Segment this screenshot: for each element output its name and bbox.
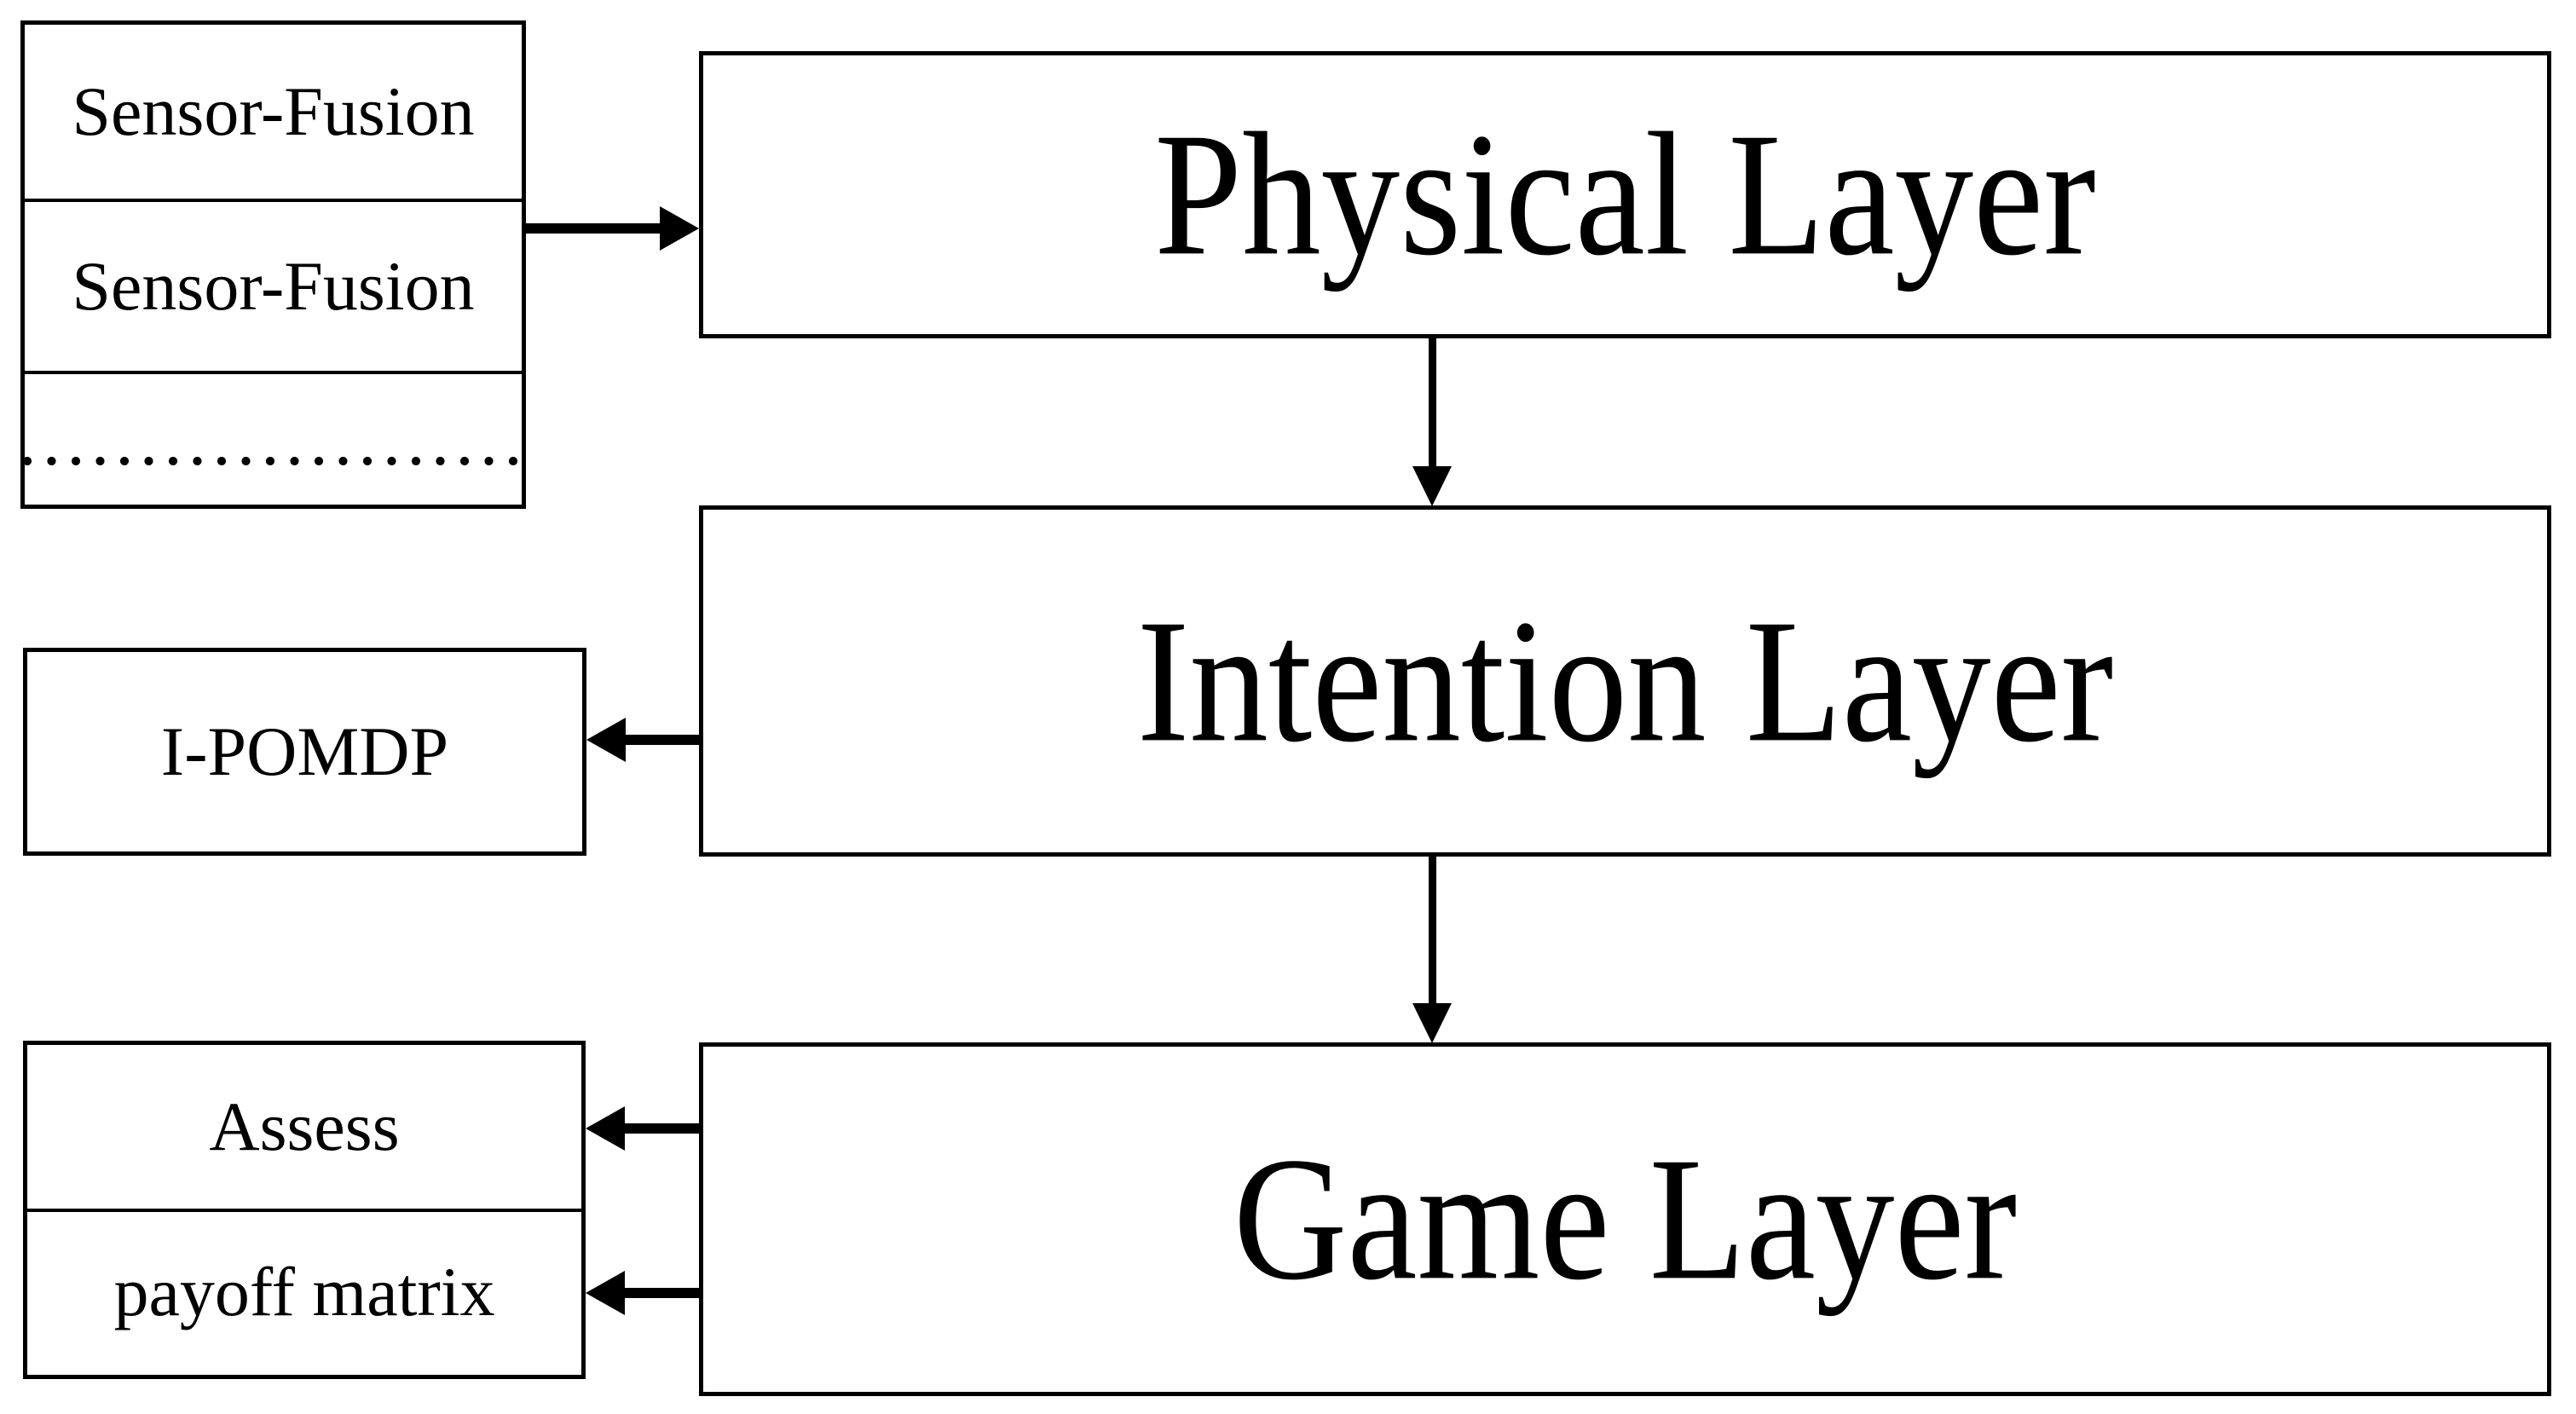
intention-layer-box: Intention Layer	[699, 505, 2551, 857]
arrow-physical-to-intention-head-icon	[1412, 466, 1452, 506]
intention-layer-label: Intention Layer	[1136, 583, 2114, 779]
assess-cell: Assess	[27, 1045, 581, 1209]
sensor-fusion-cell-dots: .....................	[18, 371, 523, 505]
physical-layer-box: Physical Layer	[699, 51, 2551, 338]
sensor-fusion-cell-2: Sensor-Fusion	[25, 199, 522, 371]
game-layer-label: Game Layer	[1233, 1121, 2018, 1318]
arrow-game-to-payoff-head-icon	[586, 1271, 625, 1315]
ellipsis-dots-label: .....................	[18, 398, 528, 481]
physical-layer-label: Physical Layer	[1154, 96, 2096, 293]
ipomdp-label: I-POMDP	[160, 713, 449, 790]
sensor-fusion-label-2: Sensor-Fusion	[72, 247, 475, 325]
sensor-fusion-cell-1: Sensor-Fusion	[25, 25, 522, 199]
arrow-intention-to-game-head-icon	[1412, 1003, 1452, 1043]
arrow-intention-to-game-shaft	[1429, 857, 1436, 1005]
arrow-physical-to-intention-shaft	[1429, 338, 1436, 468]
arrow-sensor-to-physical-shaft	[526, 223, 662, 234]
assess-payoff-stack: Assess payoff matrix	[23, 1041, 586, 1379]
game-layer-box: Game Layer	[699, 1042, 2551, 1396]
payoff-matrix-cell: payoff matrix	[27, 1209, 581, 1371]
arrow-sensor-to-physical-head-icon	[660, 206, 699, 251]
arrow-intention-to-ipomdp-head-icon	[586, 718, 626, 762]
sensor-fusion-label-1: Sensor-Fusion	[72, 72, 475, 150]
arrow-game-to-assess-shaft	[624, 1123, 699, 1134]
arrow-game-to-payoff-shaft	[624, 1288, 699, 1298]
ipomdp-box: I-POMDP	[23, 648, 586, 856]
arrow-game-to-assess-head-icon	[586, 1106, 625, 1151]
arrow-intention-to-ipomdp-shaft	[624, 735, 699, 745]
assess-label: Assess	[209, 1088, 400, 1165]
payoff-matrix-label: payoff matrix	[113, 1252, 495, 1330]
sensor-fusion-stack: Sensor-Fusion Sensor-Fusion ............…	[18, 20, 526, 509]
